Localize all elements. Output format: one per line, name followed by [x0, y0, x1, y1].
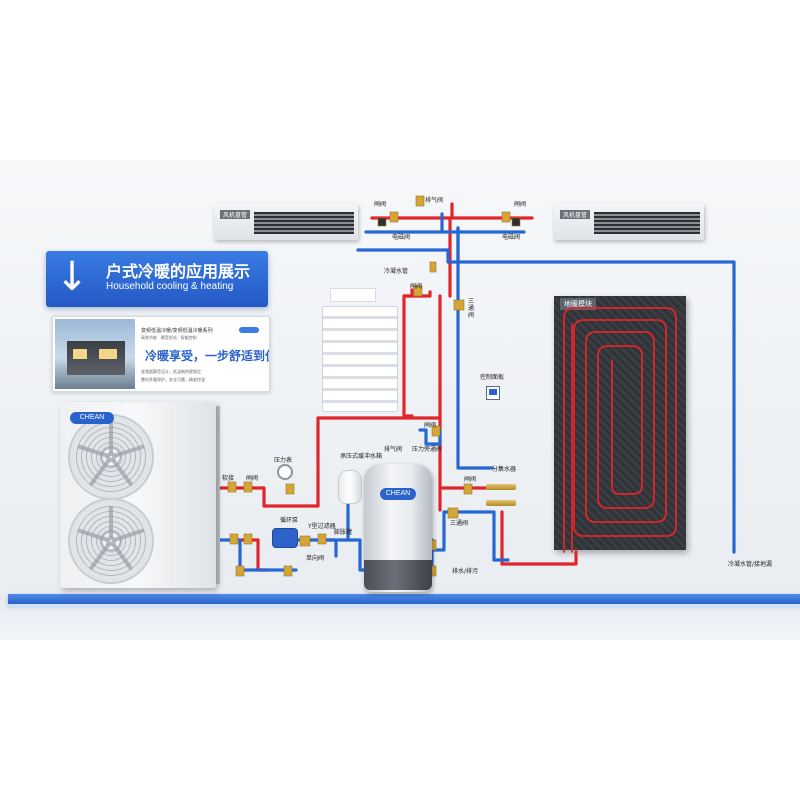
valve-icon — [511, 217, 521, 227]
label-pressure-bypass: 压力旁通阀 — [412, 446, 443, 453]
label-gate-valve-radiator: 闸阀 — [410, 283, 423, 290]
valve-icon — [229, 533, 239, 545]
valve-icon — [415, 195, 425, 207]
label-flex-joint: 软接 — [222, 475, 235, 482]
valve-icon — [501, 211, 511, 223]
fan-coil-left: 风机盘管 — [214, 204, 358, 240]
label-y-filter: Y型过滤器 — [308, 523, 336, 530]
label-drain: 排水/排污 — [452, 568, 479, 575]
label-condensate-drain: 冷凝水管/接地漏 — [728, 561, 773, 568]
floor-heating-label: 地暖模块 — [560, 298, 596, 310]
house-image — [67, 341, 125, 375]
heat-pump-logo: CHEAN — [70, 412, 114, 424]
hot-pipe-main — [214, 416, 442, 508]
label-gate-valve-top-left: 闸阀 — [374, 201, 387, 208]
ad-line-2: 变频超静音设计，低温制热更稳定 — [141, 369, 201, 374]
hot-pipe-top — [370, 202, 534, 418]
control-panel — [486, 386, 500, 400]
label-gate-valve-right: 闸阀 — [464, 476, 477, 483]
valve-icon — [463, 483, 473, 495]
label-solenoid-left: 电磁阀 — [392, 234, 411, 241]
valve-icon — [453, 299, 465, 311]
manifold-bar-bottom — [486, 500, 516, 506]
heat-pump-fan-bottom — [68, 498, 154, 584]
label-three-way-bottom: 三通阀 — [450, 520, 469, 527]
cold-pipes — [214, 212, 736, 572]
label-air-vent-top: 排气阀 — [425, 197, 444, 204]
ad-slogan: 冷暖享受，一步舒适到位 — [145, 349, 270, 363]
ad-title: 变频低温冷暖/变频低温冷暖系列 — [141, 328, 213, 334]
banner-title: 户式冷暖的应用展示 — [106, 262, 251, 281]
label-gate-valve-top-right: 闸阀 — [514, 201, 527, 208]
valve-icon — [431, 425, 441, 437]
valve-icon — [243, 533, 253, 545]
label-buffer-tank: 承压式缓冲水箱 — [340, 453, 383, 460]
valve-icon — [285, 483, 295, 495]
label-solenoid-right: 电磁阀 — [502, 234, 521, 241]
valve-fittings — [227, 195, 521, 577]
hot-pipe-rad-top — [402, 288, 414, 298]
label-three-way-valve-vertical: 三通阀 — [468, 298, 475, 319]
banner-subtitle: Household cooling & heating — [106, 281, 234, 292]
label-control-panel: 控制面板 — [480, 374, 505, 381]
ad-line-1: 高效节能 · 静音舒适 · 智能控制 — [141, 335, 197, 340]
floor-strip-highlight — [8, 604, 800, 608]
valve-icon — [377, 217, 387, 227]
expansion-tank — [338, 470, 362, 504]
fan-blade — [109, 506, 113, 540]
fan-coil-right: 风机盘管 — [554, 204, 704, 240]
manifold-bar-top — [486, 484, 516, 490]
ad-badge — [239, 327, 259, 333]
label-air-vent-mid: 排气阀 — [384, 446, 403, 453]
valve-icon — [389, 211, 399, 223]
fan-blade — [109, 422, 113, 456]
label-expansion-tank: 膨胀罐 — [334, 529, 353, 536]
hot-pipe-radiator — [402, 290, 432, 418]
floor-heating-coil — [563, 307, 677, 553]
valve-icon — [243, 481, 253, 493]
heat-pump-unit — [60, 402, 216, 588]
label-gate-valve-left: 闸阀 — [246, 475, 259, 482]
fan-coil-left-grill — [254, 212, 354, 234]
cold-pipe-top — [364, 212, 526, 470]
valve-icon — [413, 285, 423, 297]
valve-icon — [235, 565, 245, 577]
radiator — [322, 306, 398, 412]
title-banner: ↓ 户式冷暖的应用展示 Household cooling & heating — [46, 251, 268, 307]
label-check-valve: 单向阀 — [306, 555, 325, 562]
valve-icon — [283, 565, 293, 577]
floor-strip — [8, 594, 800, 604]
radiator-thermostat — [330, 288, 376, 302]
ad-line-3: 整机多重保护，安全可靠，精准控温 — [141, 377, 205, 382]
label-circulation-pump: 循环泵 — [280, 517, 299, 524]
fan-coil-right-label: 风机盘管 — [560, 210, 591, 219]
label-condensate-pipe: 冷凝水管 — [384, 268, 409, 275]
heat-pump-fan-top — [68, 414, 154, 500]
label-pressure-gauge: 压力表 — [274, 457, 293, 464]
manifold — [486, 480, 516, 512]
valve-icon — [227, 481, 237, 493]
down-arrow-icon: ↓ — [55, 254, 89, 300]
house-photo — [55, 319, 135, 389]
fan-coil-right-grill — [594, 212, 700, 234]
label-gate-valve-mid: 闸阀 — [424, 422, 437, 429]
pump-icon — [272, 528, 298, 548]
cold-pipe-floor — [418, 428, 510, 562]
label-manifold: 分集水器 — [492, 466, 517, 473]
valve-icon — [317, 533, 327, 545]
pressure-gauge-icon — [277, 464, 293, 480]
cold-pipe-condensate — [356, 226, 736, 554]
buffer-tank-logo: CHEAN — [380, 488, 416, 500]
buffer-tank-base — [364, 560, 432, 590]
fan-coil-left-label: 风机盘管 — [220, 210, 251, 219]
valve-icon — [429, 261, 437, 273]
product-ad-card: 变频低温冷暖/变频低温冷暖系列 高效节能 · 静音舒适 · 智能控制 冷暖享受，… — [52, 316, 270, 392]
valve-icon — [299, 535, 311, 547]
valve-icon — [447, 507, 459, 519]
